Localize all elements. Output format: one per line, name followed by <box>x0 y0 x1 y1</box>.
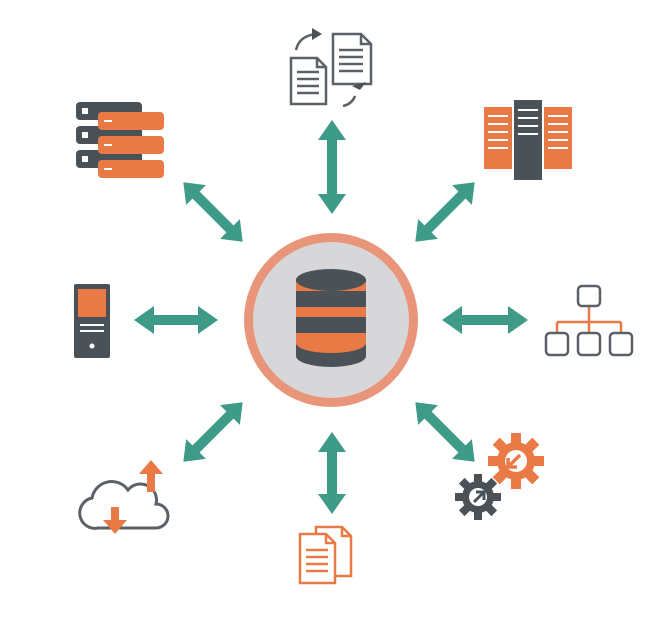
sync-arrow-head-icon <box>352 82 366 90</box>
node-left <box>74 284 110 358</box>
node-bottom <box>298 525 353 585</box>
node-top <box>289 28 373 108</box>
arrow-top-right <box>415 182 475 242</box>
central-hub <box>244 233 418 407</box>
org-chart-icon <box>544 284 634 357</box>
arrow-right <box>442 306 528 334</box>
document-sync-icon <box>289 32 373 108</box>
node-top-right <box>484 100 572 180</box>
arrow-left <box>134 306 218 334</box>
connector-arrows <box>134 120 528 514</box>
arrow-bottom-right <box>415 402 475 462</box>
arrow-top <box>318 120 346 214</box>
desktop-tower-icon <box>74 284 110 358</box>
node-bottom-left <box>78 460 170 534</box>
database-icon <box>296 269 366 367</box>
arrow-bottom <box>318 432 346 514</box>
server-stack-icon <box>76 102 164 178</box>
arrow-bottom-left <box>183 402 243 462</box>
sync-arrow-head-icon <box>312 28 322 40</box>
documents-icon <box>298 525 353 585</box>
node-top-left <box>76 102 164 178</box>
server-rack-icon <box>484 100 572 180</box>
cloud-sync-icon <box>78 460 170 534</box>
node-right <box>544 284 634 357</box>
arrow-top-left <box>183 182 243 242</box>
